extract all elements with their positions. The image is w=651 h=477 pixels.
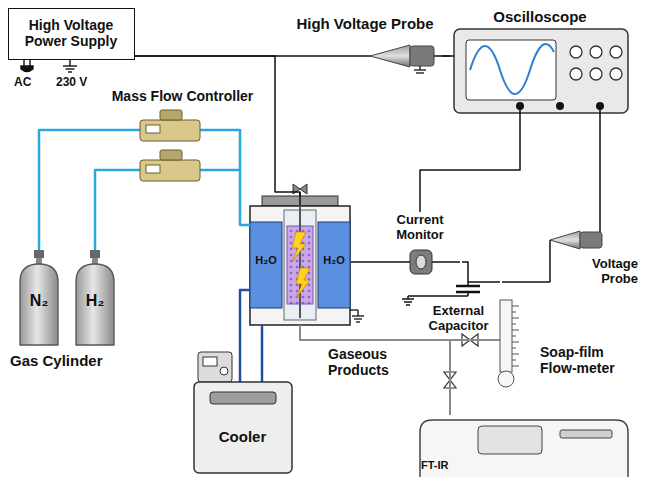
connector-line bbox=[420, 118, 520, 212]
current-monitor-coil bbox=[380, 250, 460, 274]
node-text: Voltage Probe bbox=[570, 257, 638, 287]
connector-line bbox=[300, 325, 450, 415]
plug-symbol bbox=[21, 60, 33, 72]
power-supply-box: High Voltage Power Supply bbox=[8, 8, 135, 60]
ground-symbol bbox=[63, 60, 77, 72]
node-text: H₂ bbox=[74, 292, 116, 310]
connector-line bbox=[135, 56, 300, 205]
high-voltage-probe-icon bbox=[290, 45, 440, 73]
node-text: High Voltage Power Supply bbox=[9, 17, 133, 49]
gas-cylinder: H₂ bbox=[74, 250, 118, 345]
capacitor-symbol bbox=[402, 278, 500, 305]
plasma-reactor bbox=[250, 184, 364, 325]
connector-line bbox=[240, 290, 250, 350]
probe-label-box: High Voltage Probe bbox=[290, 15, 442, 75]
node-text: Soap-film Flow-meter bbox=[540, 344, 638, 376]
connector-line bbox=[599, 118, 601, 215]
node-text: FT-IR bbox=[421, 459, 481, 472]
node-text: External Capacitor bbox=[417, 304, 500, 334]
ft-ir-box: FT-IR bbox=[415, 415, 630, 477]
mass-flow-controller-icons bbox=[100, 110, 240, 188]
soap-film-flow-meter-drawing bbox=[495, 300, 519, 387]
node-text: Current Monitor bbox=[380, 213, 460, 243]
voltage-probe-box: Voltage Probe bbox=[540, 215, 640, 295]
connector-line bbox=[39, 130, 100, 250]
connector-line bbox=[462, 262, 468, 278]
capacitor-box: External Capacitor bbox=[405, 278, 502, 336]
mass-flow-controller-box: Mass Flow Controller bbox=[100, 88, 267, 188]
connector-line bbox=[240, 188, 250, 225]
annotation-label: 230 V bbox=[56, 76, 106, 90]
current-monitor-box: Current Monitor bbox=[380, 212, 462, 274]
cooler-box: Cooler bbox=[190, 350, 297, 475]
node-text: H₂O bbox=[319, 254, 349, 267]
ft-ir-instrument bbox=[420, 420, 628, 477]
node-text: Mass Flow Controller bbox=[100, 88, 265, 104]
reactor-box: H₂O H₂O bbox=[250, 205, 351, 325]
node-text: High Voltage Probe bbox=[290, 15, 440, 32]
annotation-label: Gas Cylinder bbox=[10, 352, 120, 369]
connector-line bbox=[95, 170, 100, 250]
annotation-label: Gaseous Products bbox=[328, 346, 438, 378]
cooler-unit bbox=[194, 325, 292, 473]
oscilloscope-box: Oscilloscope bbox=[450, 8, 632, 118]
oscilloscope-body bbox=[440, 29, 628, 118]
node-text: Cooler bbox=[190, 428, 295, 445]
connector-line bbox=[351, 261, 380, 263]
node-text: Oscilloscope bbox=[450, 8, 630, 25]
connector-line bbox=[442, 55, 450, 57]
node-text: H₂O bbox=[251, 254, 281, 267]
flow-meter-box: Soap-film Flow-meter bbox=[495, 298, 640, 390]
voltage-probe-icon bbox=[540, 215, 602, 282]
connector-line bbox=[502, 281, 540, 283]
node-text: N₂ bbox=[18, 292, 60, 310]
annotation-label: AC bbox=[14, 76, 54, 90]
gas-cylinder: N₂ bbox=[18, 250, 62, 345]
